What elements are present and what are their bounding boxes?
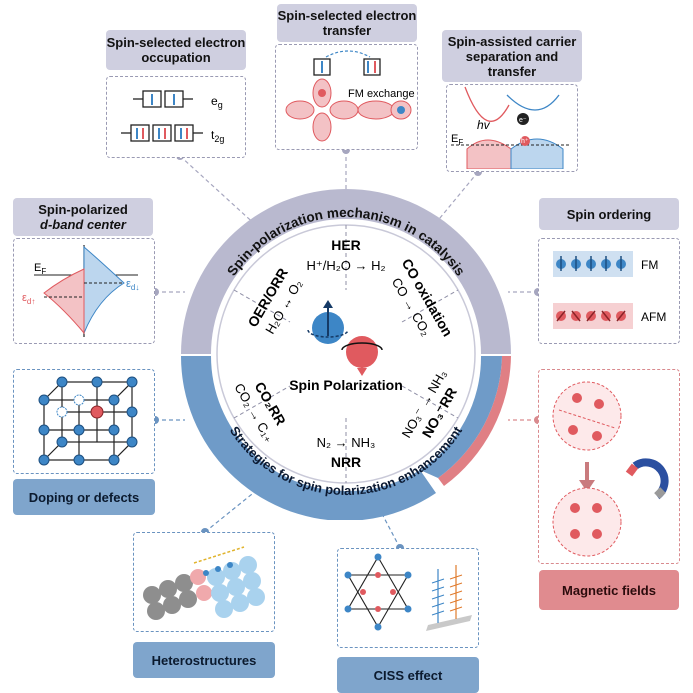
spin-core-icon xyxy=(307,300,383,376)
sector-her-eq: H⁺/H₂O → H₂ xyxy=(306,258,385,273)
orbital-diagram: eg t2g xyxy=(121,90,224,144)
magnetic-field-icon xyxy=(552,381,669,557)
t2g-label: t2g xyxy=(211,128,224,144)
hv-label: hv xyxy=(477,118,491,132)
electron-label: e⁻ xyxy=(519,117,527,124)
ring-bottom-left xyxy=(181,356,346,520)
dband-label: Spin-polarized d-band center xyxy=(13,198,153,236)
ring-red-accent xyxy=(438,356,511,486)
carrier-panel: hv EF e⁻ h⁺ xyxy=(446,84,578,172)
ed-down-label: εd↓ xyxy=(126,278,139,292)
ciss-panel xyxy=(337,548,479,648)
dband-panel: EF εd↓ εd↑ xyxy=(13,238,155,344)
sector-her-title: HER xyxy=(331,237,361,253)
connector-hetero xyxy=(204,485,263,533)
lattice-icon xyxy=(38,376,138,466)
transfer-panel: FM exchange xyxy=(275,44,418,150)
fm-label: FM xyxy=(641,258,658,272)
hetero-panel xyxy=(133,532,275,632)
ordering-panel: FM AFM xyxy=(538,238,680,344)
ed-up-label: εd↑ xyxy=(22,292,35,306)
magnetic-panel xyxy=(538,369,680,564)
eg-label: eg xyxy=(211,94,223,110)
fm-exchange-text: FM exchange xyxy=(348,88,415,100)
spin-order-diagram: FM AFM xyxy=(553,251,666,329)
doping-label: Doping or defects xyxy=(13,479,155,515)
dos-plot: EF εd↓ εd↑ xyxy=(22,245,139,337)
heterostructure-icon xyxy=(143,546,265,620)
afm-label: AFM xyxy=(641,310,666,324)
core-label: Spin Polarization xyxy=(289,377,403,393)
carrier-label: Spin-assisted carrier separation and tra… xyxy=(442,30,582,82)
occupation-panel: eg t2g xyxy=(106,76,246,158)
connector-carrier xyxy=(429,171,479,231)
ring-top xyxy=(181,189,511,354)
band-diagram: hv EF e⁻ h⁺ xyxy=(451,86,571,170)
ordering-label: Spin ordering xyxy=(539,198,679,230)
doping-panel xyxy=(13,369,155,474)
dband-ef-label: EF xyxy=(34,262,46,276)
occupation-label: Spin-selected electron occupation xyxy=(106,30,246,70)
chiral-lattice-icon xyxy=(344,553,472,631)
magnetic-label: Magnetic fields xyxy=(539,570,679,610)
hole-label: h⁺ xyxy=(521,138,529,145)
orbital-exchange-diagram: FM exchange xyxy=(285,50,415,142)
sector-nrr-eq: N₂ → NH₃ xyxy=(317,435,376,450)
ef-label: EF xyxy=(451,133,463,147)
central-wheel: Spin-polarization mechanism in catalysis… xyxy=(181,189,511,520)
transfer-label: Spin-selected electron transfer xyxy=(277,4,417,42)
sector-nrr-title: NRR xyxy=(331,454,361,470)
ciss-label: CISS effect xyxy=(337,657,479,693)
connector-ciss xyxy=(379,509,401,549)
hetero-label: Heterostructures xyxy=(133,642,275,678)
